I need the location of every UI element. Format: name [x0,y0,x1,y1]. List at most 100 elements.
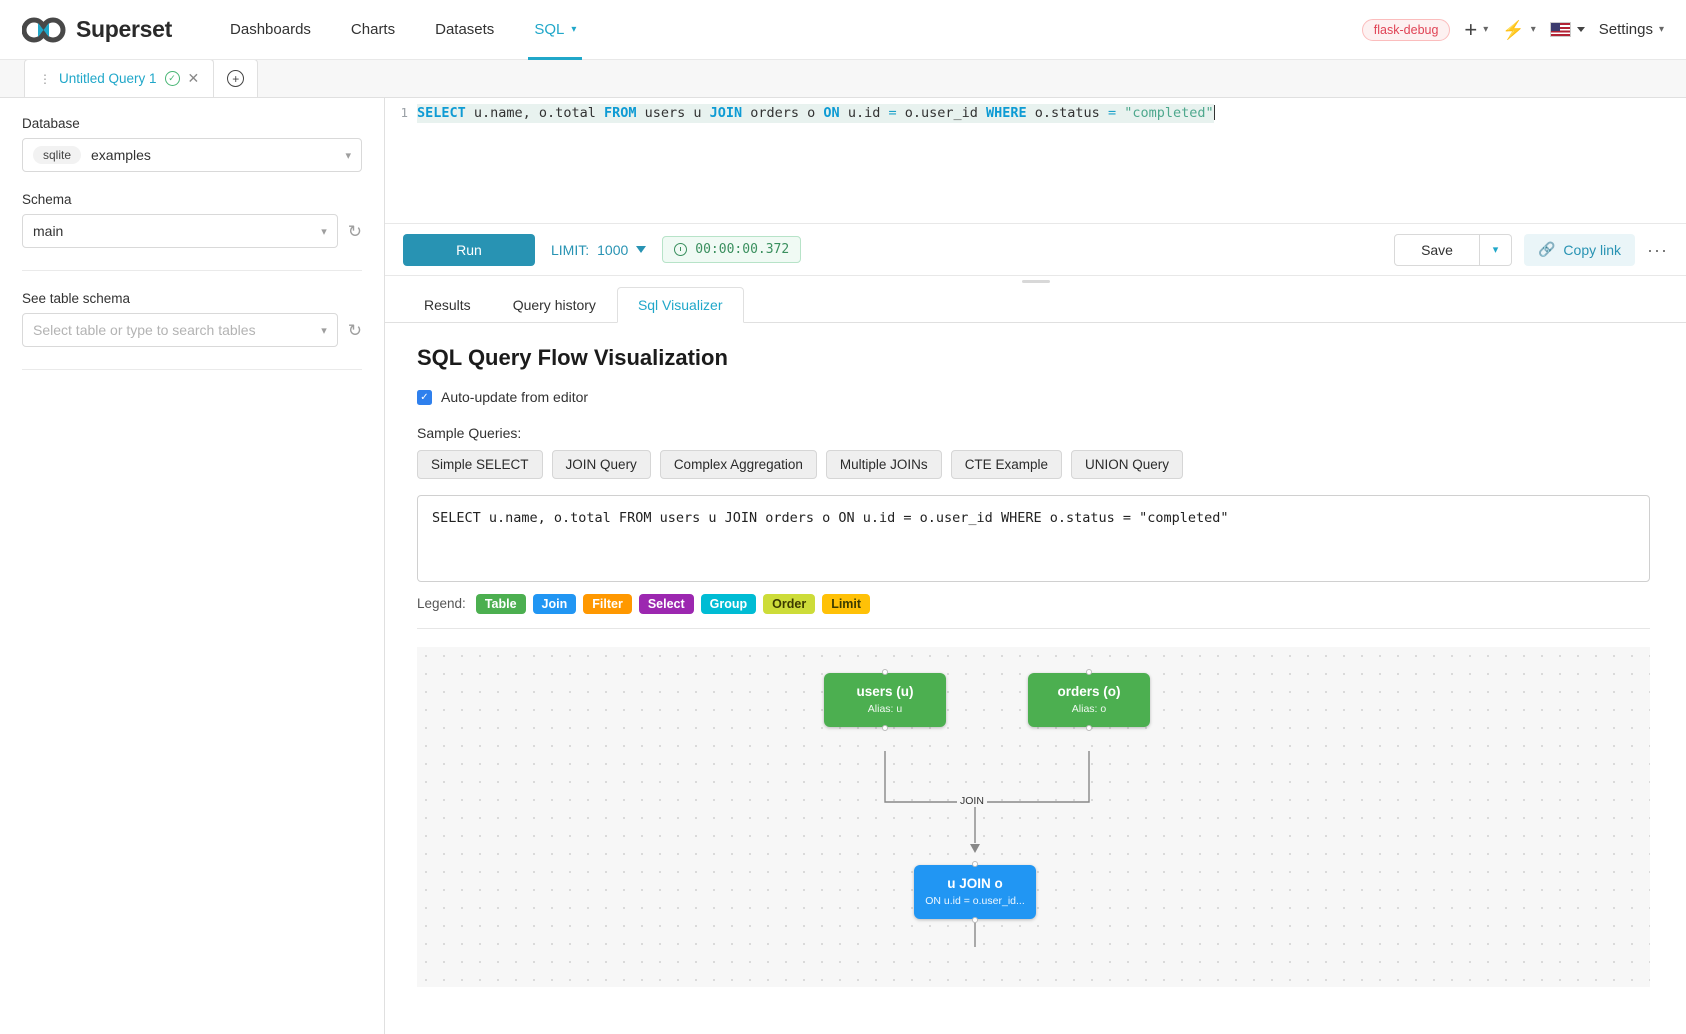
schema-row: main ▾ ↻ [22,214,362,248]
nav-label: SQL [534,21,565,38]
chevron-down-icon: ▾ [1658,24,1664,35]
run-button[interactable]: Run [403,233,535,266]
triangle-down-icon [1576,27,1585,32]
node-port-top [1086,668,1092,675]
table-select[interactable]: Select table or type to search tables ▾ [22,313,338,347]
chevron-down-icon: ▾ [1492,244,1499,256]
sample-query-union-query[interactable]: UNION Query [1070,450,1183,479]
limit-value: 1000 [597,241,629,258]
settings-label: Settings [1598,21,1653,38]
link-icon: 🔗 [1537,241,1556,257]
sample-queries-label: Sample Queries: [417,425,522,441]
save-button-group: Save ▾ [1394,233,1512,266]
flow-node-orders[interactable]: orders (o) Alias: o [1028,668,1150,731]
limit-label: LIMIT: [551,241,590,258]
sql-editor-container: 1 SELECT u.name, o.total FROM users u JO… [385,98,1686,224]
nav-item-dashboards[interactable]: Dashboards [210,0,331,60]
limit-dropdown[interactable]: LIMIT: 1000 [551,241,647,258]
chevron-down-icon: ▾ [1530,24,1536,35]
node-subtitle: ON u.id = o.user_id... [925,895,1025,908]
node-port-top [972,860,978,867]
legend-badge-order: Order [763,593,816,614]
refresh-schema-icon[interactable]: ↻ [347,221,362,241]
schema-value: main [33,223,64,239]
close-icon[interactable]: ✕ [187,70,200,86]
flow-canvas[interactable]: users (u) Alias: u orders (o) Alias: o J… [417,646,1650,987]
bolt-menu-button[interactable]: ⚡ ▾ [1502,21,1535,39]
more-options-icon[interactable]: ··· [1647,239,1668,260]
chevron-down-icon: ▾ [321,225,327,238]
bolt-icon: ⚡ [1502,19,1525,40]
tab-query-history[interactable]: Query history [492,287,617,323]
sample-query-simple-select[interactable]: Simple SELECT [417,450,543,479]
sample-query-cte-example[interactable]: CTE Example [950,450,1062,479]
copy-link-button[interactable]: 🔗 Copy link [1523,233,1636,266]
editor-code-area[interactable]: SELECT u.name, o.total FROM users u JOIN… [417,104,1686,223]
legend-badge-filter: Filter [583,593,632,614]
page-title: SQL Query Flow Visualization [417,345,728,370]
triangle-down-icon [636,246,647,253]
auto-update-checkbox[interactable]: ✓ [417,389,432,405]
nav-item-charts[interactable]: Charts [331,0,415,60]
query-tab-strip: ⋮ Untitled Query 1 ✓ ✕ + [0,59,1686,98]
legend-label: Legend: [417,596,466,612]
superset-logo-icon [22,17,66,42]
node-subtitle: Alias: u [867,703,903,716]
navbar-right: flask-debug + ▾ ⚡ ▾ Settings ▾ [1361,16,1664,42]
query-timer: 00:00:00.372 [662,236,802,263]
node-port-bottom [882,724,888,731]
schema-select[interactable]: main ▾ [22,214,338,248]
edge-label-join: JOIN [957,794,987,807]
flow-node-join[interactable]: u JOIN o ON u.id = o.user_id... [914,860,1036,923]
panel-divider [22,270,362,271]
settings-menu[interactable]: Settings ▾ [1599,21,1664,38]
new-item-button[interactable]: + ▾ [1464,16,1488,42]
database-label: Database [22,116,80,131]
chevron-down-icon: ▾ [321,324,327,337]
add-query-tab-button[interactable]: + [214,59,259,97]
plus-icon: + [1464,16,1478,42]
node-title: users (u) [856,684,914,700]
flow-node-users[interactable]: users (u) Alias: u [824,668,946,731]
nav-item-datasets[interactable]: Datasets [415,0,514,60]
save-dropdown-button[interactable]: ▾ [1479,233,1512,266]
timer-value: 00:00:00.372 [695,242,790,257]
drag-handle-icon[interactable]: ⋮ [39,71,51,86]
tab-sql-visualizer[interactable]: Sql Visualizer [616,287,744,323]
database-select[interactable]: sqlite examples ▾ [22,138,362,172]
query-tab-label: Untitled Query 1 [59,71,157,86]
brand-name: Superset [76,16,173,42]
tab-label: Query history [512,297,596,313]
main-split: Database sqlite examples ▾ Schema main ▾… [0,98,1686,1034]
table-placeholder: Select table or type to search tables [33,322,256,338]
query-tab-untitled-query-1[interactable]: ⋮ Untitled Query 1 ✓ ✕ [24,59,215,97]
legend-badge-group: Group [700,593,757,614]
node-port-top [882,668,888,675]
sample-query-multiple-joins[interactable]: Multiple JOINs [825,450,942,479]
legend-badge-join: Join [532,593,577,614]
refresh-tables-icon[interactable]: ↻ [347,320,362,340]
right-panel: 1 SELECT u.name, o.total FROM users u JO… [385,98,1686,1034]
chevron-down-icon: ▾ [571,24,577,35]
schema-label: Schema [22,192,72,207]
table-schema-row: Select table or type to search tables ▾ … [22,313,362,347]
save-button[interactable]: Save [1394,233,1480,266]
language-picker[interactable] [1549,22,1585,37]
node-subtitle: Alias: o [1071,703,1107,716]
tab-label: Sql Visualizer [637,297,723,313]
pane-resize-handle[interactable] [385,276,1686,286]
sample-queries-row: Simple SELECT JOIN Query Complex Aggrega… [417,450,1668,479]
sample-query-join-query[interactable]: JOIN Query [551,450,651,479]
nav-item-sql[interactable]: SQL ▾ [514,0,596,60]
sql-input-textarea[interactable] [417,495,1650,582]
tab-results[interactable]: Results [403,287,492,323]
brand-logo-group[interactable]: Superset [22,16,172,43]
editor-gutter: 1 [400,105,408,120]
sample-query-complex-aggregation[interactable]: Complex Aggregation [659,450,817,479]
legend-badge-select: Select [638,593,694,614]
sql-editor[interactable]: 1 SELECT u.name, o.total FROM users u JO… [385,98,1686,223]
plus-circle-icon: + [227,70,245,87]
node-port-bottom [972,916,978,923]
node-title: orders (o) [1057,684,1121,700]
node-title: u JOIN o [947,876,1003,892]
